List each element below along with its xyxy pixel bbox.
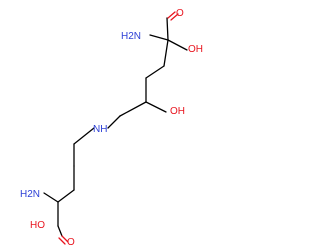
bond-chain-1 (163, 39, 169, 67)
label-oh-bottom: HO (30, 220, 45, 231)
bond-lower-4 (57, 189, 75, 203)
bond-lower-carbonyl-b (58, 237, 66, 245)
bond-lower-1 (73, 127, 95, 145)
bond-carbonyl-top-a (167, 11, 176, 19)
label-nh-middle: NH (93, 124, 107, 135)
bond-chain-4 (145, 101, 167, 113)
label-oh-middle: OH (170, 106, 185, 117)
label-o-bottom: O (67, 237, 75, 248)
bond-chain-5 (119, 101, 147, 117)
bond-lower-6 (43, 192, 59, 203)
molecule-diagram: O OH H2N OH NH H2N HO O (20, 8, 203, 248)
label-nh2-bottom: H2N (20, 189, 40, 200)
label-nh2-top: H2N (121, 31, 141, 42)
bond-lower-carbonyl-a (61, 235, 69, 243)
bond-lower-7 (57, 225, 63, 237)
label-oh-top: OH (188, 44, 203, 55)
label-o-top: O (176, 8, 184, 19)
structure-svg: O OH H2N OH NH H2N HO O (20, 8, 203, 248)
bond-chain-6 (107, 115, 121, 129)
bond-c1-c2 (166, 17, 169, 41)
bond-carboxyl-top (167, 39, 188, 51)
bond-alpha-top-n (149, 34, 169, 41)
bond-chain-2 (145, 65, 165, 79)
bond-carbonyl-top-b (170, 13, 179, 21)
